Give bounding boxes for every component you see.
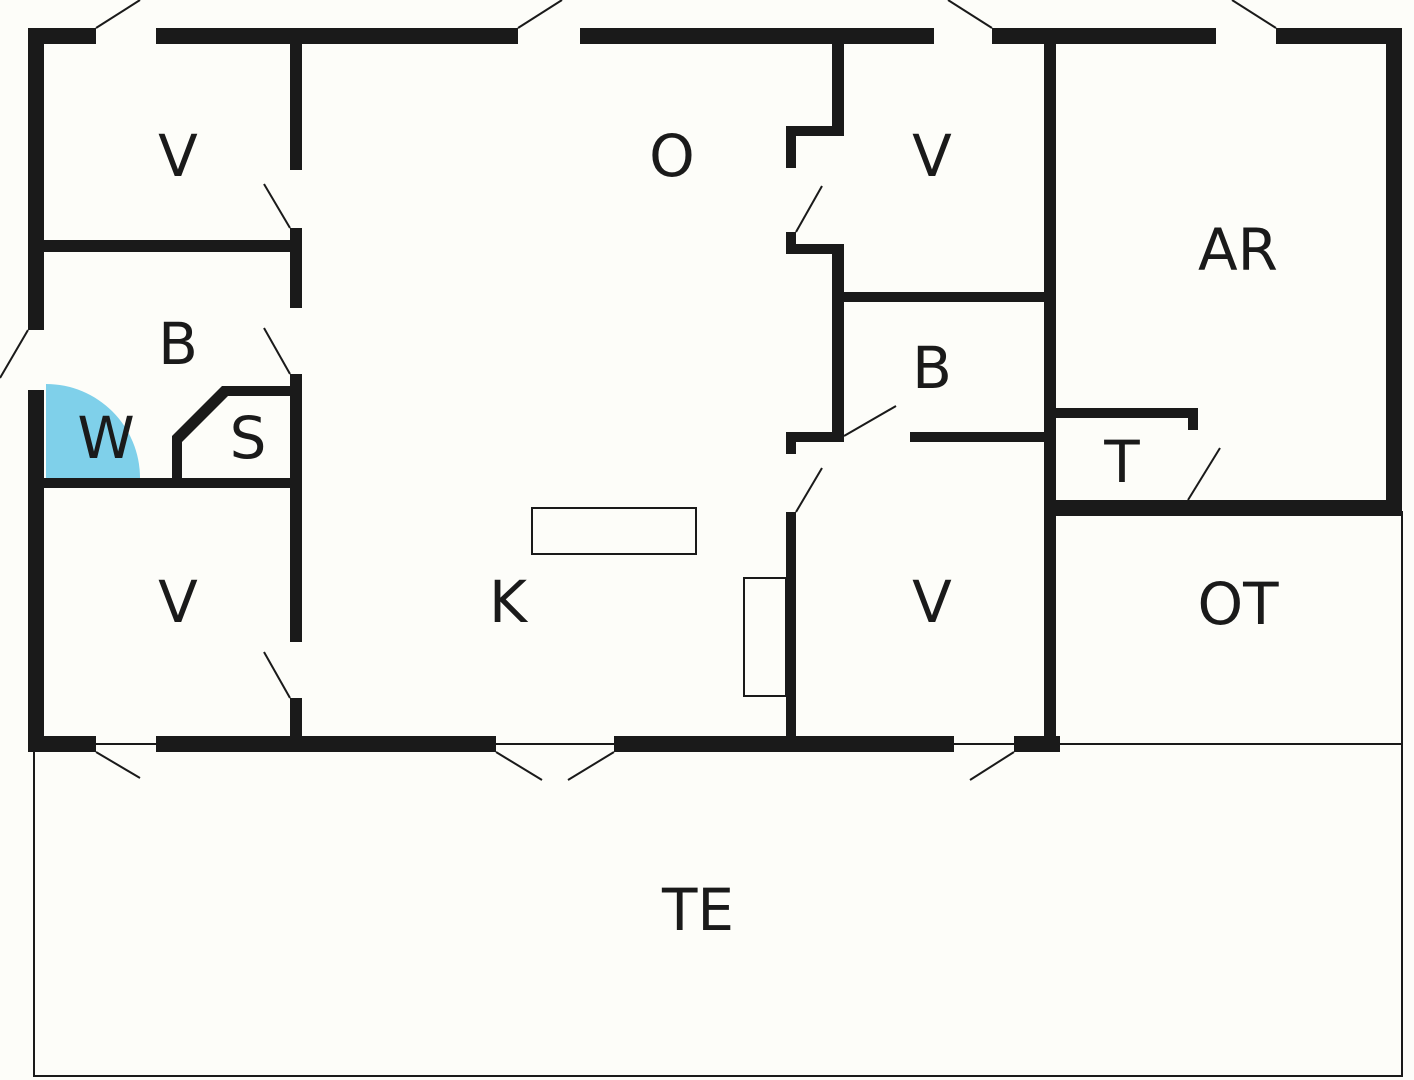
room-label-living: O xyxy=(649,122,695,190)
room-label-terrace: TE xyxy=(661,876,734,944)
shower-area xyxy=(46,384,140,478)
room-label-bedroom-tm: V xyxy=(912,122,952,190)
room-label-utility: AR xyxy=(1198,216,1278,284)
walls xyxy=(28,28,1402,752)
kitchen-island xyxy=(531,507,697,555)
room-label-covered-terrace: OT xyxy=(1197,570,1279,638)
room-label-kitchen: K xyxy=(489,568,529,636)
room-label-sauna: S xyxy=(230,404,267,472)
room-label-shower: W xyxy=(77,404,134,472)
room-label-bedroom-bl: V xyxy=(158,568,198,636)
room-label-toilet: T xyxy=(1103,428,1140,496)
room-label-bath-mid: B xyxy=(912,334,952,402)
room-label-bedroom-bm: V xyxy=(912,568,952,636)
doors xyxy=(0,0,1277,781)
kitchen-counter xyxy=(743,577,787,697)
room-label-bath-left: B xyxy=(158,310,198,378)
room-label-bedroom-tl: V xyxy=(158,122,198,190)
